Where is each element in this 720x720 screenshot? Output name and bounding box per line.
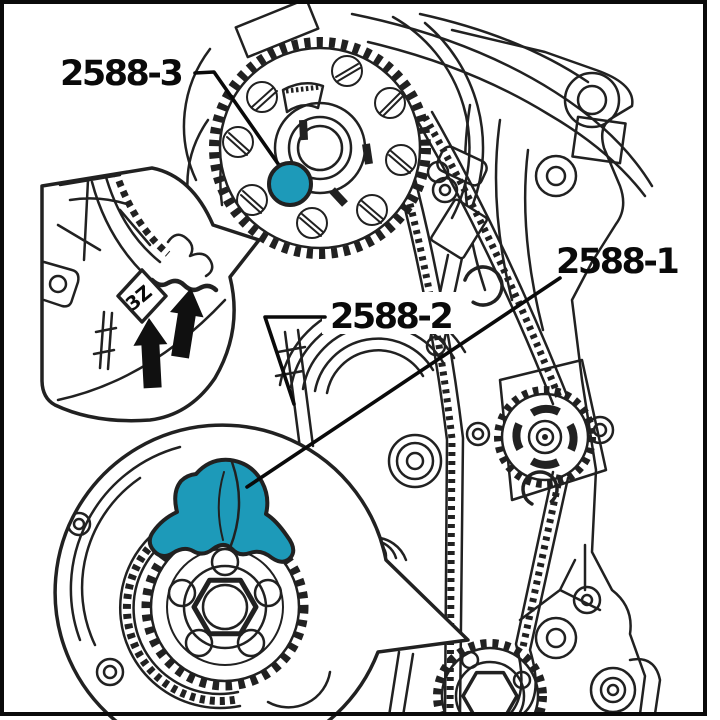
inset-crankshaft-detail (53, 423, 470, 720)
callout-label-2588-3: 2588-3 (60, 54, 181, 94)
inset-timing-mark-detail: 3Z (40, 166, 261, 423)
inset-border (53, 423, 470, 720)
leader-2588-2 (263, 315, 327, 406)
label-background (322, 292, 464, 334)
inset-border (40, 166, 261, 423)
crank-sprocket-detail (141, 523, 309, 691)
c-clip (521, 470, 559, 508)
leader-2588-3 (193, 70, 290, 180)
engine-front-view (182, 4, 662, 712)
camshaft-sprocket (182, 15, 485, 259)
cover-tab (234, 4, 320, 59)
tool-2588-3-highlight (267, 161, 313, 207)
idler-pulley (387, 433, 443, 489)
callout-label-2588-1: 2588-1 (556, 242, 677, 282)
sprocket-screws (222, 55, 417, 239)
leader-2588-1 (245, 276, 562, 489)
image-border (0, 0, 707, 716)
callout-leaders (193, 70, 562, 489)
tool-2588-1-highlight (147, 457, 296, 564)
callout-label-2588-2: 2588-2 (330, 297, 451, 337)
pump-housing-arcs (66, 445, 332, 709)
crankshaft-gear (433, 639, 547, 712)
block-bosses (465, 71, 637, 712)
pump-sprocket (494, 358, 608, 508)
